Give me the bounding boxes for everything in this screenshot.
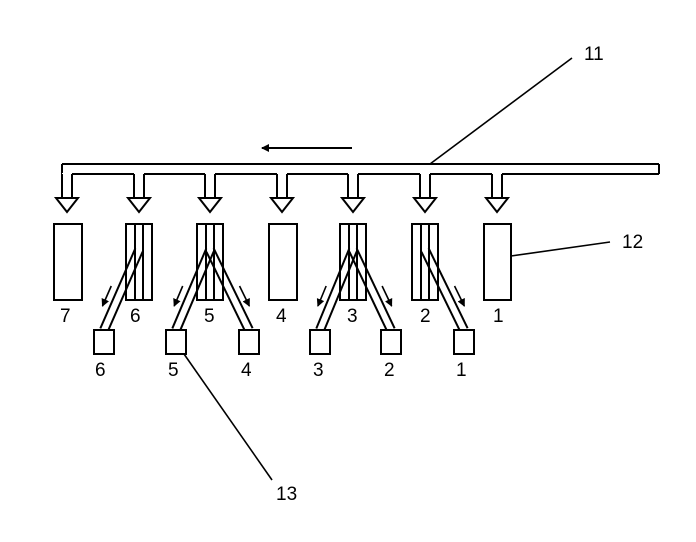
lower-units	[93, 247, 475, 355]
upper-unit-7	[53, 223, 83, 301]
upper-label-3: 3	[347, 306, 358, 327]
lower-unit-3	[309, 248, 358, 355]
lower-unit-2	[348, 247, 402, 355]
lower-label-4: 4	[241, 360, 252, 381]
upper-label-1: 1	[493, 306, 504, 327]
branch-drop-6	[125, 173, 153, 214]
upper-label-6: 6	[130, 306, 141, 327]
callout-label-11: 11	[584, 44, 604, 65]
upper-label-4: 4	[276, 306, 287, 327]
branch-pipes	[53, 173, 659, 214]
upper-unit-1	[483, 223, 512, 301]
lower-unit-4	[205, 247, 260, 355]
upper-units	[53, 223, 512, 301]
upper-unit-2	[411, 223, 439, 301]
callout-label-12: 12	[622, 232, 643, 253]
lower-label-5: 5	[168, 360, 179, 381]
callout-label-13: 13	[276, 484, 297, 505]
lower-unit-1	[420, 247, 475, 355]
upper-label-2: 2	[420, 306, 431, 327]
callout-11: 11	[429, 44, 604, 165]
callout-13: 13	[183, 353, 297, 505]
branch-drop-2	[411, 173, 439, 214]
lower-unit-5	[165, 248, 215, 355]
lower-unit-labels: 6 5 4 3 2 1	[95, 360, 467, 381]
upper-label-5: 5	[204, 306, 215, 327]
branch-drop-3	[339, 173, 367, 214]
branch-drop-5	[196, 173, 224, 214]
manifold-pipe	[61, 163, 660, 198]
upper-unit-labels: 7 6 5 4 3 2 1	[60, 306, 504, 327]
lower-label-2: 2	[384, 360, 395, 381]
lower-label-1: 1	[456, 360, 467, 381]
upper-unit-4	[268, 223, 298, 301]
branch-drop-1	[483, 173, 511, 214]
branch-drop-7	[53, 173, 81, 214]
lower-unit-6	[93, 247, 144, 355]
lower-label-6: 6	[95, 360, 106, 381]
lower-label-3: 3	[313, 360, 324, 381]
upper-label-7: 7	[60, 306, 71, 327]
branch-drop-4	[268, 173, 296, 214]
callout-12: 12	[510, 232, 643, 257]
